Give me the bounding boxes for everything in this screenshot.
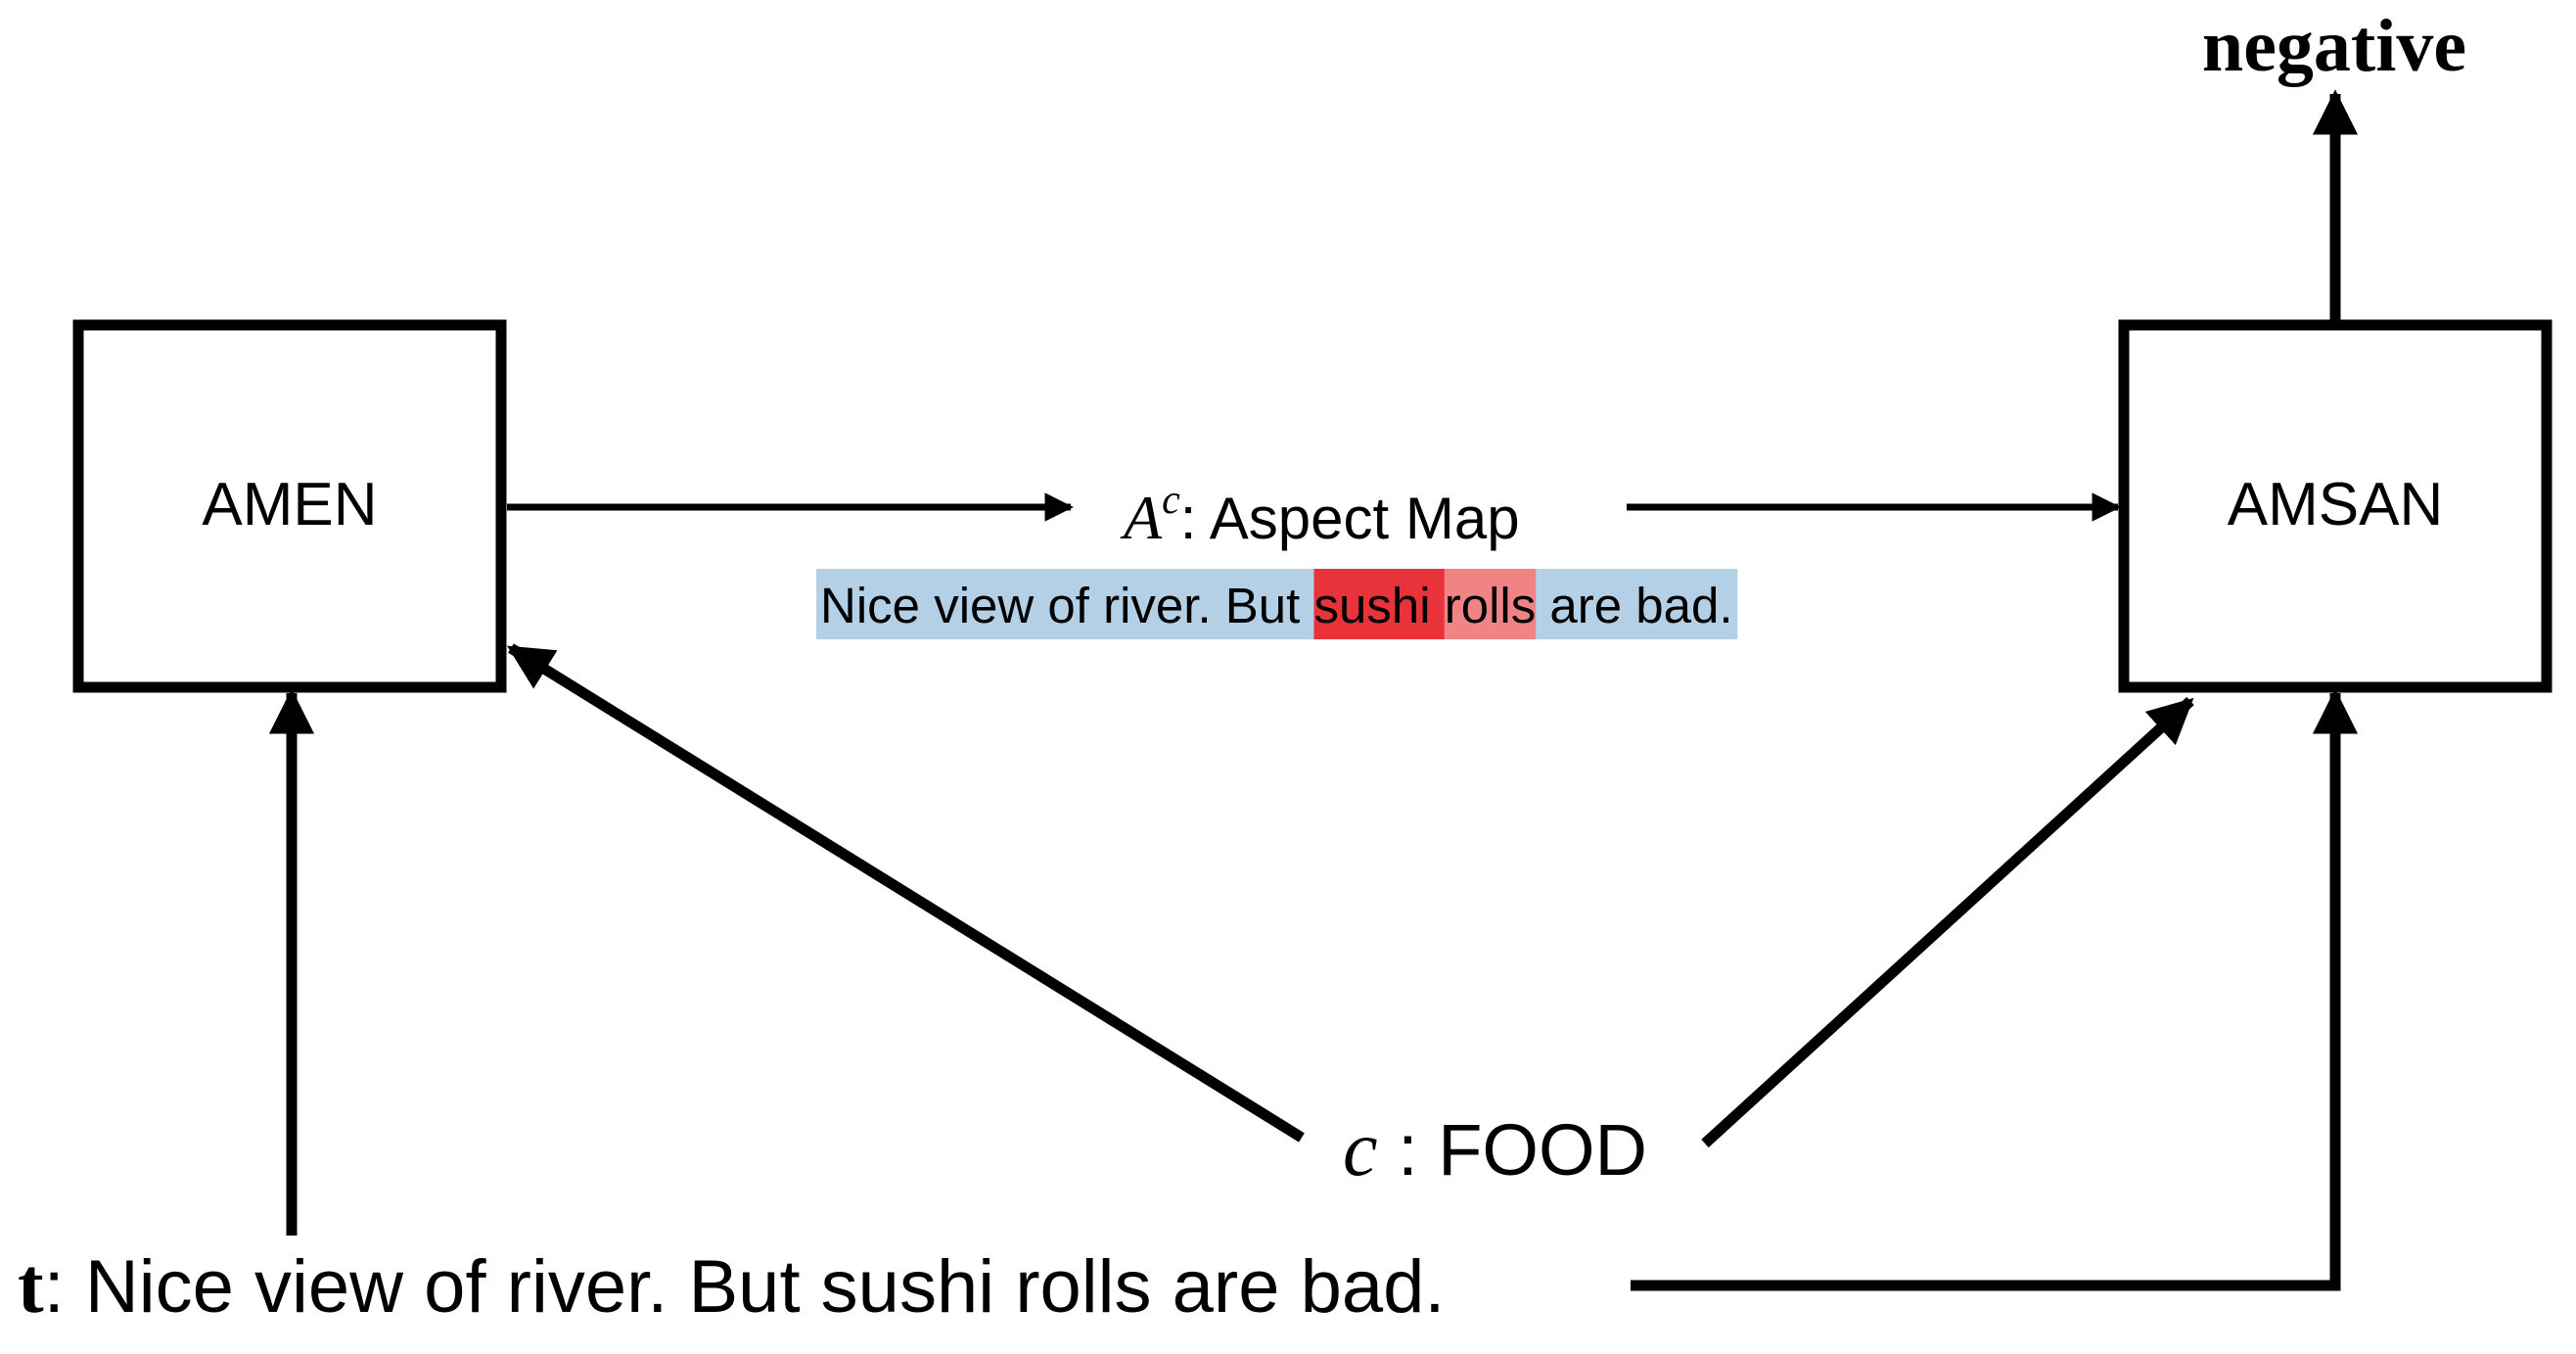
aspect-map-sentence: Nice view of river. But sushi rolls are … — [820, 578, 1733, 633]
aspect-token — [1431, 578, 1445, 633]
category-symbol: c — [1343, 1106, 1378, 1192]
aspect-map-label: : Aspect Map — [1180, 486, 1520, 551]
amsan-box — [2118, 319, 2553, 693]
aspect-token-highlight — [1313, 569, 1432, 639]
category-text: : FOOD — [1378, 1109, 1647, 1191]
amsan-label: AMSAN — [2228, 471, 2443, 538]
aspect-token: sushi — [1314, 578, 1431, 633]
aspect-map-symbol: A — [1120, 483, 1163, 552]
category-label: c : FOOD — [1343, 1106, 1647, 1192]
aspect-token-highlight — [1536, 569, 1738, 639]
aspect-token: are bad. — [1536, 578, 1732, 633]
aspect-map-highlights — [816, 569, 1738, 639]
aspect-token-highlight — [816, 569, 1315, 639]
aspect-map-superscript: c — [1162, 478, 1180, 523]
input-text-symbol: t — [18, 1243, 44, 1330]
input-text-label: t: Nice view of river. But sushi rolls a… — [18, 1243, 1446, 1330]
output-label: negative — [2202, 5, 2466, 87]
amen-label: AMEN — [202, 471, 377, 538]
aspect-token: Nice view of river. But — [820, 578, 1314, 633]
amen-box — [72, 319, 507, 693]
input-to-amsan-arrow — [1631, 688, 2359, 1291]
aspect-map-heading: Ac: Aspect Map — [1120, 478, 1520, 552]
aspect-token-highlight — [1444, 569, 1538, 639]
aspect-token: rolls — [1445, 578, 1537, 633]
aspect-token-highlight — [1430, 569, 1446, 639]
category-to-amsan-arrow — [1701, 696, 2194, 1148]
input-text-value: : Nice view of river. But sushi rolls ar… — [44, 1245, 1446, 1329]
category-to-amen-arrow — [507, 643, 1305, 1143]
